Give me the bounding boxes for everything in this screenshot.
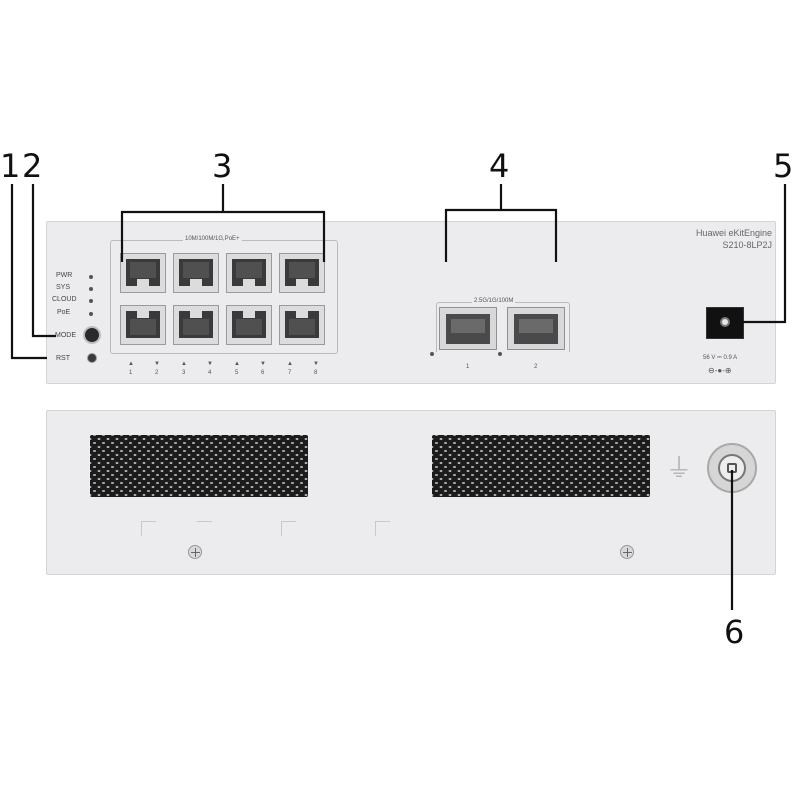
led-label-sys: SYS xyxy=(56,284,71,291)
power-jack[interactable] xyxy=(706,307,744,339)
rj45-port-group-label: 10M/100M/1G,PoE+ xyxy=(183,236,242,242)
model-name: S210-8LP2J xyxy=(722,240,772,250)
rear-bracket-mark xyxy=(141,521,156,536)
led-poe xyxy=(89,312,93,316)
mounting-screw-icon xyxy=(188,545,202,559)
right-vent-grille xyxy=(432,435,650,497)
power-rating: 56 V ⎓ 0.9 A xyxy=(703,355,738,361)
rj45-port-7[interactable] xyxy=(279,253,325,293)
rj45-port-2[interactable] xyxy=(120,305,166,345)
port-arrow-up-icon: ▲ xyxy=(181,361,187,367)
sfp-led-2 xyxy=(498,352,502,356)
sfp-port-2[interactable] xyxy=(507,307,565,350)
ground-screw-icon[interactable] xyxy=(707,443,757,493)
led-cloud xyxy=(89,299,93,303)
callout-number-2: 2 xyxy=(22,147,43,185)
rj45-port-3[interactable] xyxy=(173,253,219,293)
port-arrow-down-icon: ▼ xyxy=(313,361,319,367)
port-arrow-down-icon: ▼ xyxy=(154,361,160,367)
sfp-port-number-1: 1 xyxy=(466,364,470,370)
sfp-port-group-label: 2.5G/1G/100M xyxy=(472,298,516,304)
power-jack-pin xyxy=(720,317,730,327)
rj45-port-number-4: 4 xyxy=(208,370,212,376)
callout-number-1: 1 xyxy=(0,147,21,185)
sfp-led-1 xyxy=(430,352,434,356)
mode-button[interactable] xyxy=(83,326,101,344)
rj45-port-1[interactable] xyxy=(120,253,166,293)
callout-number-6: 6 xyxy=(724,613,745,651)
rj45-port-number-8: 8 xyxy=(314,370,318,376)
led-label-cloud: CLOUD xyxy=(52,296,77,303)
rj45-port-number-7: 7 xyxy=(288,370,292,376)
reset-button-label: RST xyxy=(56,355,70,362)
brand-name: Huawei eKitEngine xyxy=(695,228,772,238)
rj45-port-number-3: 3 xyxy=(182,370,186,376)
callout-number-3: 3 xyxy=(212,147,233,185)
rear-bracket-mark xyxy=(281,521,296,536)
ground-symbol-icon: ⏚ xyxy=(666,454,693,484)
rj45-port-4[interactable] xyxy=(173,305,219,345)
rj45-port-8[interactable] xyxy=(279,305,325,345)
rj45-port-number-5: 5 xyxy=(235,370,239,376)
rj45-port-5[interactable] xyxy=(226,253,272,293)
rj45-port-number-1: 1 xyxy=(129,370,133,376)
led-label-pwr: PWR xyxy=(56,272,73,279)
mounting-screw-icon xyxy=(620,545,634,559)
led-sys xyxy=(89,287,93,291)
callout-number-5: 5 xyxy=(773,147,794,185)
power-polarity-icon: ⊖-●-⊕ xyxy=(708,366,732,375)
callout-number-4: 4 xyxy=(489,147,510,185)
rj45-port-6[interactable] xyxy=(226,305,272,345)
port-arrow-down-icon: ▼ xyxy=(260,361,266,367)
led-pwr xyxy=(89,275,93,279)
left-vent-grille xyxy=(90,435,308,497)
mode-button-label: MODE xyxy=(55,332,76,339)
rj45-port-number-2: 2 xyxy=(155,370,159,376)
ground-screw-head xyxy=(718,454,746,482)
led-label-poe: PoE xyxy=(57,309,71,316)
reset-button[interactable] xyxy=(87,353,97,363)
port-arrow-up-icon: ▲ xyxy=(128,361,134,367)
port-arrow-down-icon: ▼ xyxy=(207,361,213,367)
rj45-port-number-6: 6 xyxy=(261,370,265,376)
rear-bracket-mark xyxy=(375,521,390,536)
rear-bracket-mark xyxy=(197,521,212,522)
port-arrow-up-icon: ▲ xyxy=(234,361,240,367)
callout-line-1 xyxy=(10,184,47,360)
ground-screw-slot xyxy=(727,463,737,473)
sfp-port-1[interactable] xyxy=(439,307,497,350)
port-arrow-up-icon: ▲ xyxy=(287,361,293,367)
sfp-port-number-2: 2 xyxy=(534,364,538,370)
